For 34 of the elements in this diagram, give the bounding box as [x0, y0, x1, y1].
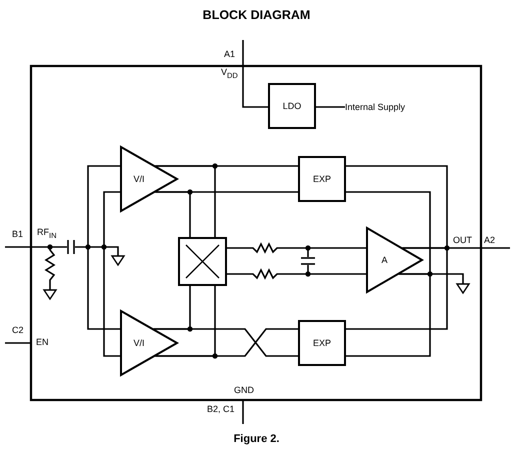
connection-wire	[153, 286, 191, 330]
mixer-box	[178, 237, 227, 286]
connection-wire	[87, 165, 120, 330]
block-box: EXP	[298, 320, 346, 366]
pin-label: A1	[224, 50, 236, 59]
signal-label: RF$_{IN}$	[37, 228, 56, 240]
pin-label: V$_{DD}$	[221, 68, 238, 80]
amplifier-triangle: V/I	[120, 310, 178, 376]
signal-label: GND	[234, 386, 254, 395]
connection-wire	[227, 268, 366, 280]
figure-caption: Figure 2.	[232, 433, 280, 445]
connection-wire	[227, 242, 366, 254]
block-box: LDO	[268, 83, 316, 129]
pin-label: B2, C1	[207, 405, 235, 414]
connection-wire	[155, 191, 191, 237]
connection-wire	[103, 191, 120, 357]
signal-label: EN	[36, 338, 49, 347]
connection-wire	[346, 273, 431, 357]
connection-wire	[346, 247, 448, 330]
amplifier-triangle: V/I	[120, 146, 178, 212]
connection-wire	[346, 191, 431, 275]
connection-wire	[316, 106, 345, 108]
pin-label: C2	[12, 326, 24, 335]
block-box: EXP	[298, 156, 346, 202]
diagram-title: BLOCK DIAGRAM	[202, 8, 312, 22]
supply-label: Internal Supply	[345, 101, 415, 113]
connection-wire	[155, 165, 216, 237]
connection-wire	[155, 286, 216, 357]
connection-wire	[346, 165, 448, 249]
connection-wire	[242, 40, 268, 108]
signal-label: OUT	[453, 236, 472, 245]
pin-label: B1	[12, 230, 24, 239]
pin-label: A2	[484, 236, 496, 245]
amplifier-triangle: A	[366, 227, 423, 293]
